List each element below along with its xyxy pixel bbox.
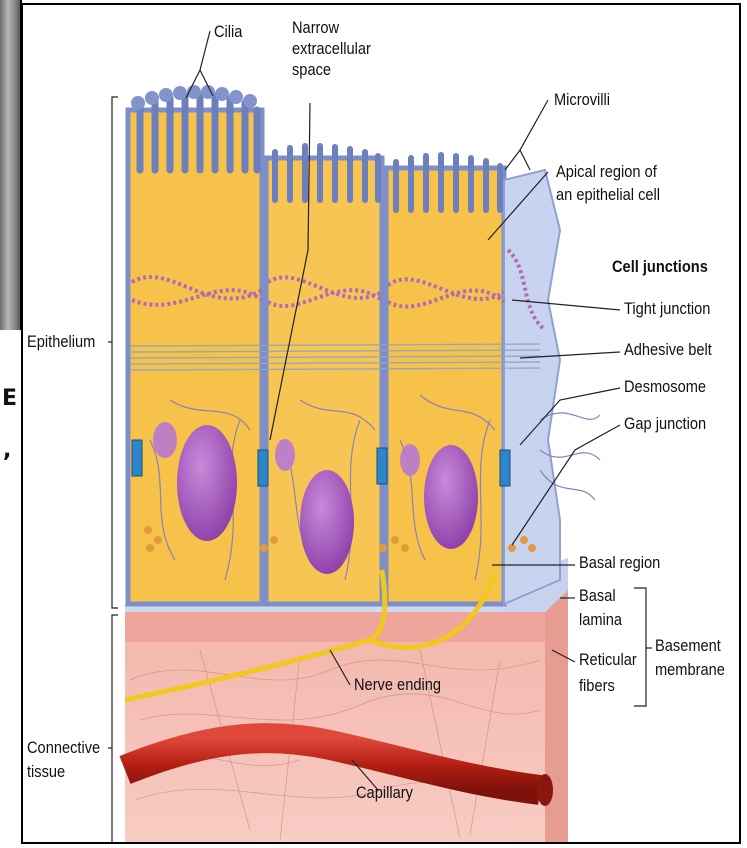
label-reticular-fibers-1: Reticular — [579, 650, 637, 669]
cilia-tips — [131, 85, 257, 110]
label-connective-tissue-1: Connective — [27, 738, 100, 757]
label-reticular-fibers-2: fibers — [579, 676, 615, 695]
label-cilia: Cilia — [214, 22, 242, 41]
label-gap-junction: Gap junction — [624, 414, 706, 433]
label-narrow-space-3: space — [292, 60, 331, 79]
label-nerve-ending: Nerve ending — [354, 675, 441, 694]
label-tight-junction: Tight junction — [624, 299, 710, 318]
label-connective-tissue-2: tissue — [27, 762, 65, 781]
label-apical-region-1: Apical region of — [556, 162, 657, 181]
label-adhesive-belt: Adhesive belt — [624, 340, 712, 359]
label-microvilli: Microvilli — [554, 90, 610, 109]
connective-tissue-block — [125, 590, 568, 842]
label-basement-membrane-2: membrane — [655, 660, 725, 679]
label-narrow-space-1: Narrow — [292, 18, 339, 37]
label-basal-lamina-2: lamina — [579, 610, 622, 629]
label-desmosome: Desmosome — [624, 377, 706, 396]
label-cell-junctions: Cell junctions — [612, 257, 708, 276]
label-narrow-space-2: extracellular — [292, 39, 371, 58]
label-apical-region-2: an epithelial cell — [556, 185, 660, 204]
label-basal-lamina-1: Basal — [579, 586, 616, 605]
label-epithelium: Epithelium — [27, 332, 95, 351]
label-basal-region: Basal region — [579, 553, 660, 572]
label-capillary: Capillary — [356, 783, 413, 802]
label-basement-membrane-1: Basement — [655, 636, 721, 655]
